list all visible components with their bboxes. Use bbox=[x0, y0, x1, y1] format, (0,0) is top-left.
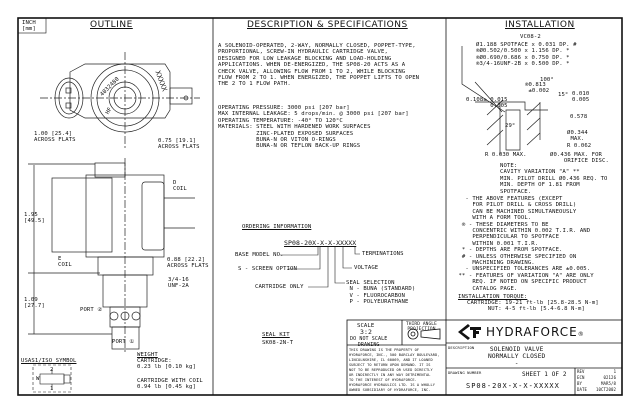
dim-29: 29° bbox=[505, 123, 516, 129]
dim-height: 1.95 [49.5] bbox=[24, 212, 45, 225]
property-notice: THIS DRAWING IS THE PROPERTY OF HYDRAFOR… bbox=[349, 348, 440, 392]
iso-symbol bbox=[32, 364, 72, 393]
cavity-drawing bbox=[461, 46, 548, 155]
weight-title: WEIGHT bbox=[137, 352, 158, 358]
sheet-number: SHEET 1 OF 2 bbox=[522, 371, 567, 378]
dim-nut: 0.88 [22.2] ACROSS FLATS bbox=[167, 257, 209, 270]
ordering-cartridge: CARTRIDGE ONLY bbox=[255, 284, 304, 290]
drawing-number: SP08-20X-X-X-XXXXX bbox=[466, 382, 560, 390]
top-view-drawing bbox=[40, 52, 200, 150]
symbol-w: W bbox=[36, 376, 40, 382]
valve-description: SOLENOID VALVE NORMALLY CLOSED - bbox=[488, 346, 546, 367]
dim-cartridge: 1.09 [27.7] bbox=[24, 297, 45, 310]
symbol-port-1: 1 bbox=[50, 386, 54, 392]
coil-d: D COIL bbox=[173, 180, 187, 193]
dim-15: 15° bbox=[558, 92, 569, 98]
dim-r062: R 0.062 bbox=[567, 143, 592, 149]
dim-108: 0.108± 0.015 0.005 bbox=[466, 97, 508, 110]
cavity-callouts: Ø1.188 SPOTFACE x 0.031 DP. # ®Ø0.502/0.… bbox=[476, 42, 577, 68]
dim-r030: R 0.030 MAX. bbox=[485, 152, 527, 158]
dim-436: Ø0.436 MAX. FOR ORIFICE DISC. bbox=[550, 152, 609, 165]
weight-with-coil: CARTRIDGE WITH COIL 0.94 lb [0.45 kg] bbox=[137, 378, 203, 391]
seal-kit-value: SK08-2N-T bbox=[262, 340, 294, 346]
weight-cartridge: CARTRIDGE: 0.23 lb [0.10 kg] bbox=[137, 358, 196, 371]
symbol-port-2: 2 bbox=[50, 367, 54, 373]
dim-344: Ø0.344 MAX. bbox=[567, 130, 588, 143]
specifications: OPERATING PRESSURE: 3000 psi [207 bar] M… bbox=[218, 105, 409, 150]
ordering-screen: S - SCREEN OPTION bbox=[238, 266, 297, 272]
revision-labels: REV ECN BY DATE bbox=[577, 369, 588, 392]
cavity-name: VC08-2 bbox=[520, 34, 541, 40]
title-block bbox=[346, 319, 623, 396]
units-label: INCH [mm] bbox=[22, 20, 36, 33]
installation-title: INSTALLATION bbox=[505, 20, 575, 30]
dim-100: 100° bbox=[540, 77, 554, 83]
description-body: A SOLENOID-OPERATED, 2-WAY, NORMALLY CLO… bbox=[218, 43, 420, 88]
scale-value: 3:2 bbox=[360, 328, 373, 336]
ordering-model: SP08-20X-X-X-XXXXX bbox=[284, 239, 357, 247]
symbol-title: USAS1/ISO SYMBOL bbox=[21, 358, 77, 364]
revision-values: 1 02126 MAR5/8 10CT2002 bbox=[596, 369, 617, 392]
installation-notes: - THE ABOVE FEATURES (EXCEPT FOR PILOT D… bbox=[458, 196, 594, 292]
seal-kit-title: SEAL KIT bbox=[262, 332, 290, 338]
scale-label: SCALE bbox=[357, 323, 375, 329]
torque-values: CARTRIDGE: 19-21 ft-lb [25.8-28.5 N-m] N… bbox=[467, 300, 599, 313]
outline-title: OUTLINE bbox=[90, 20, 133, 30]
hydraforce-logo-icon bbox=[458, 324, 481, 340]
ordering-terminations: TERMINATIONS bbox=[362, 251, 404, 257]
ordering-seal: SEAL SELECTION N - BUNA (STANDARD) V - F… bbox=[346, 280, 416, 306]
dim-813: ®0.813 ±0.002 bbox=[525, 82, 550, 95]
port-1: PORT ① bbox=[112, 339, 135, 345]
no-scale-note: DO NOT SCALE DRAWING bbox=[350, 336, 388, 348]
drawing-number-label: DRAWING NUMBER bbox=[448, 370, 482, 375]
thread: 3/4-16 UNF-2A bbox=[168, 277, 189, 290]
dim-578: 0.578 bbox=[570, 114, 588, 120]
brand-name: HYDRAFORCE® bbox=[486, 325, 585, 339]
description-title: DESCRIPTION & SPECIFICATIONS bbox=[247, 20, 408, 30]
port-2: PORT ② bbox=[80, 307, 103, 313]
cavity-note: NOTE: CAVITY VARIATION "A" ** MIN. PILOT… bbox=[500, 163, 608, 195]
ordering-leaders bbox=[280, 246, 360, 288]
dim-flats-large: 1.00 [25.4] ACROSS FLATS bbox=[34, 131, 76, 144]
ordering-title: ORDERING INFORMATION bbox=[242, 224, 312, 230]
sheet-border bbox=[17, 17, 623, 396]
dim-flats-small: 0.75 [19.1] ACROSS FLATS bbox=[158, 138, 200, 151]
ordering-base: BASE MODEL NO. bbox=[235, 252, 284, 258]
dim-010: 0.010 0.005 bbox=[572, 91, 590, 104]
coil-e: E COIL bbox=[58, 256, 72, 269]
torque-title: INSTALLATION TORQUE: bbox=[458, 294, 528, 300]
side-view-drawing bbox=[28, 158, 195, 352]
ordering-voltage: VOLTAGE bbox=[354, 265, 379, 271]
units-box bbox=[17, 17, 47, 34]
description-label: DESCRIPTION bbox=[448, 345, 475, 350]
projection-label: THIRD ANGLE PROJECTION bbox=[406, 322, 437, 332]
